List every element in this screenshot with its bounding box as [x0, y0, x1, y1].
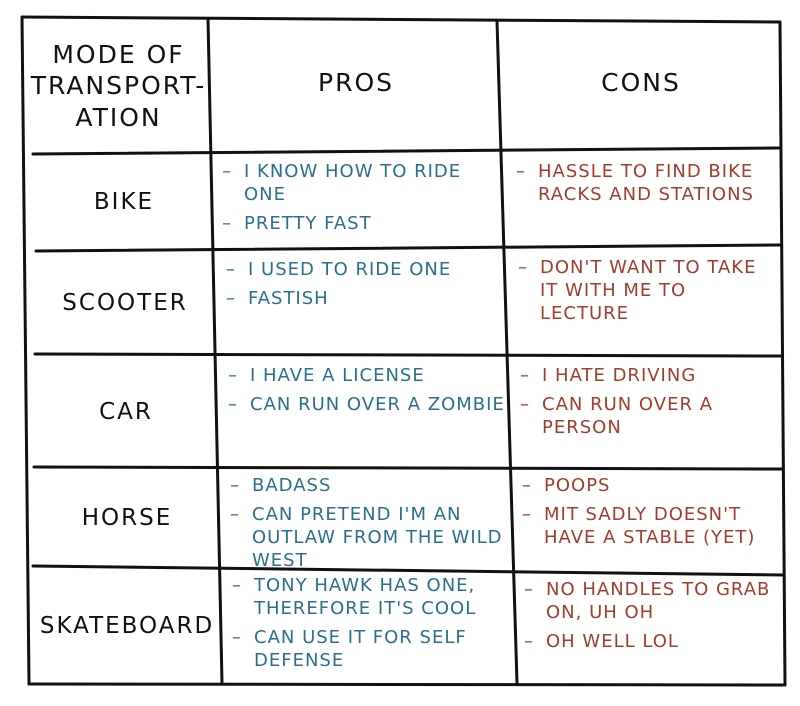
header-pros-label: PROS: [318, 68, 394, 98]
row-bike-mode: BIKE: [40, 158, 208, 246]
mode-label: BIKE: [93, 189, 155, 215]
row-bike-pros: I KNOW HOW TO RIDE ONE PRETTY FAST: [220, 160, 502, 246]
pro-item: I USED TO RIDE ONE: [224, 258, 504, 281]
con-item: POOPS: [520, 474, 778, 497]
con-item: NO HANDLES TO GRAB ON, UH OH: [522, 578, 780, 624]
header-cons: CONS: [510, 24, 772, 142]
con-item: DON'T WANT TO TAKE IT WITH ME TO LECTURE: [516, 256, 776, 325]
row-skateboard-mode: SKATEBOARD: [36, 572, 218, 680]
row-horse-cons: POOPS MIT SADLY DOESN'T HAVE A STABLE (Y…: [520, 474, 778, 568]
con-item: OH WELL LOL: [522, 630, 780, 653]
con-item: HASSLE TO FIND BIKE RACKS AND STATIONS: [514, 160, 774, 206]
mode-label: SKATEBOARD: [39, 613, 215, 639]
pro-item: CAN RUN OVER A ZOMBIE: [226, 393, 508, 416]
header-mode: MODE OF TRANSPORT- ATION: [31, 24, 205, 148]
row-bike-cons: HASSLE TO FIND BIKE RACKS AND STATIONS: [514, 160, 774, 246]
row-scooter-mode: SCOOTER: [40, 256, 210, 350]
header-pros: PROS: [220, 24, 492, 142]
pro-item: PRETTY FAST: [220, 212, 502, 235]
row-car-pros: I HAVE A LICENSE CAN RUN OVER A ZOMBIE: [226, 364, 508, 464]
header-mode-label: MODE OF TRANSPORT- ATION: [30, 40, 207, 132]
header-cons-label: CONS: [601, 68, 681, 98]
row-horse-mode: HORSE: [40, 472, 214, 564]
row-scooter-pros: I USED TO RIDE ONE FASTISH: [224, 258, 504, 350]
mode-label: HORSE: [81, 505, 173, 531]
row-skateboard-cons: NO HANDLES TO GRAB ON, UH OH OH WELL LOL: [522, 578, 780, 680]
pro-item: FASTISH: [224, 287, 504, 310]
con-item: CAN RUN OVER A PERSON: [518, 393, 776, 439]
row-car-mode: CAR: [40, 360, 212, 464]
pro-item: I HAVE A LICENSE: [226, 364, 508, 387]
pro-item: CAN PRETEND I'M AN OUTLAW FROM THE WILD …: [228, 503, 512, 572]
con-item: I HATE DRIVING: [518, 364, 776, 387]
pro-item: CAN USE IT FOR SELF DEFENSE: [230, 626, 512, 672]
row-car-cons: I HATE DRIVING CAN RUN OVER A PERSON: [518, 364, 776, 464]
mode-label: SCOOTER: [62, 290, 188, 316]
row-horse-pros: BADASS CAN PRETEND I'M AN OUTLAW FROM TH…: [228, 474, 512, 571]
pro-item: BADASS: [228, 474, 512, 497]
pro-item: I KNOW HOW TO RIDE ONE: [220, 160, 502, 206]
row-scooter-cons: DON'T WANT TO TAKE IT WITH ME TO LECTURE: [516, 256, 776, 350]
con-item: MIT SADLY DOESN'T HAVE A STABLE (YET): [520, 503, 778, 549]
pro-item: TONY HAWK HAS ONE, THEREFORE IT'S COOL: [230, 574, 512, 620]
row-skateboard-pros: TONY HAWK HAS ONE, THEREFORE IT'S COOL C…: [230, 574, 512, 680]
mode-label: CAR: [99, 399, 153, 425]
